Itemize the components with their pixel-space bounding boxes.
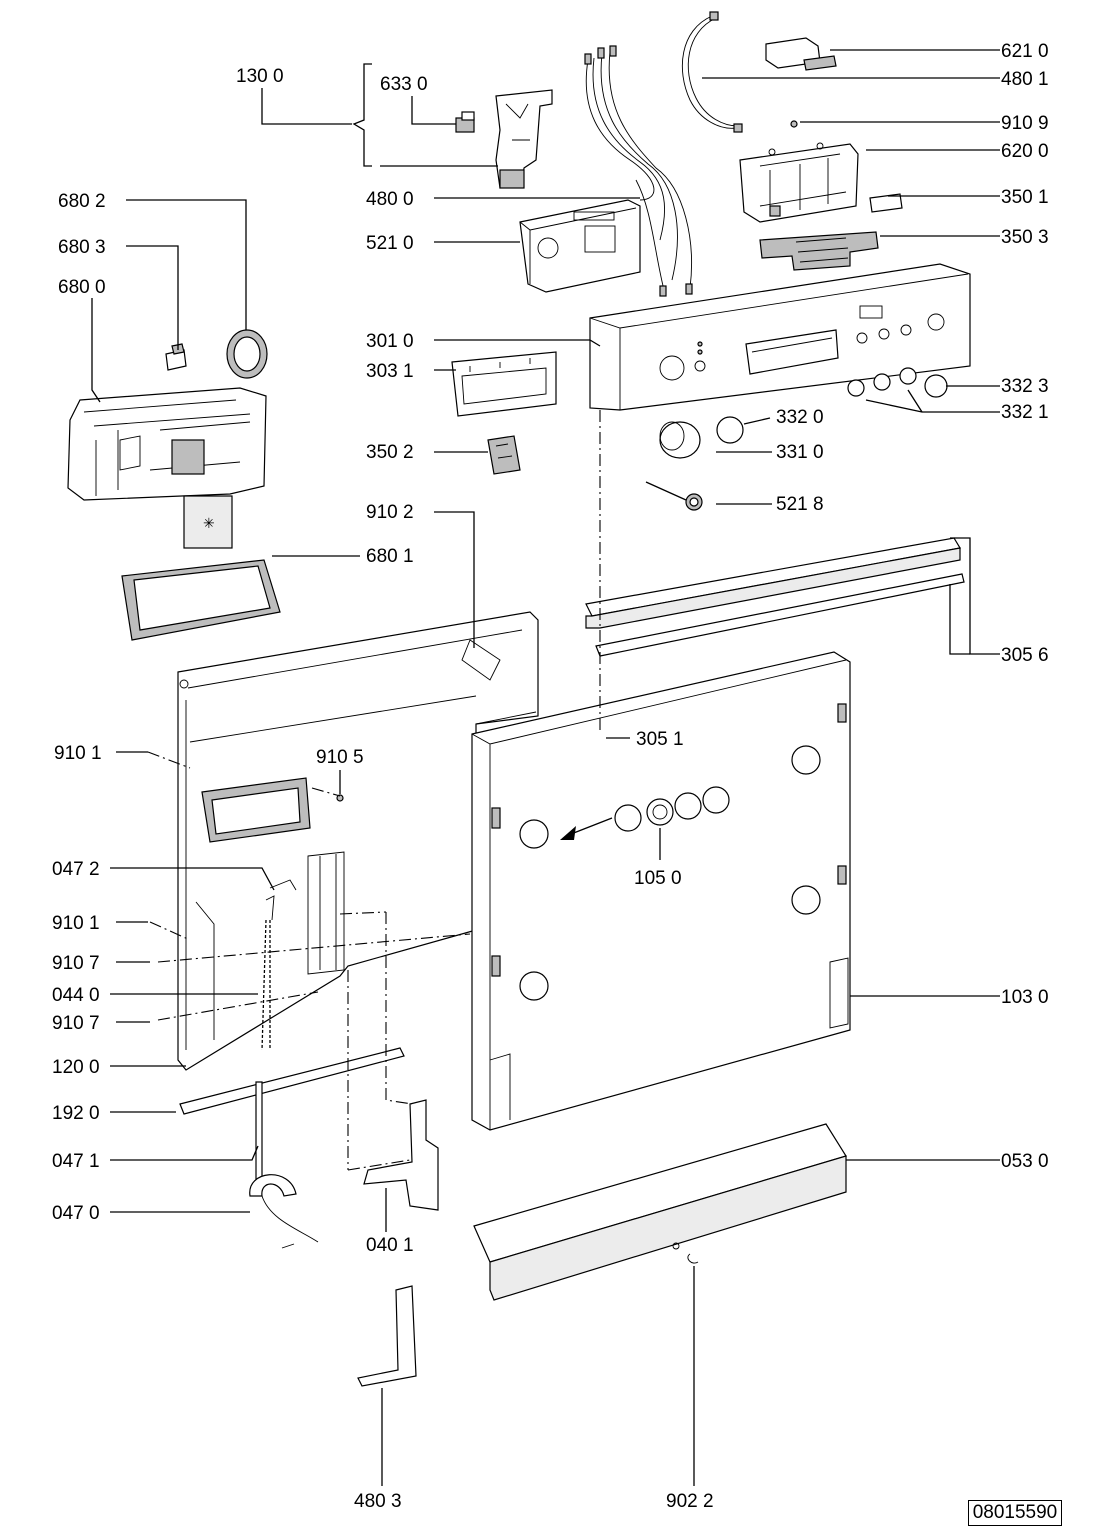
label-680-0: 680 0 — [58, 277, 106, 298]
label-301-0: 301 0 — [366, 331, 414, 352]
label-910-7-lower: 910 7 — [52, 1013, 100, 1034]
label-902-2: 902 2 — [666, 1491, 714, 1512]
label-044-0: 044 0 — [52, 985, 100, 1006]
part-knobs — [847, 367, 948, 398]
part-bracket-frame — [739, 142, 859, 223]
part-small-plate — [869, 193, 903, 213]
part-main-knob — [659, 421, 701, 459]
part-labels: 130 0 633 0 480 0 521 0 621 0 480 1 910 … — [52, 41, 1049, 1512]
label-192-0: 192 0 — [52, 1103, 100, 1124]
part-outer-door — [471, 651, 851, 1131]
label-331-0: 331 0 — [776, 442, 824, 463]
part-ring-seal — [226, 329, 268, 379]
label-303-1: 303 1 — [366, 361, 414, 382]
part-spring — [261, 879, 297, 1051]
label-305-6: 305 6 — [1001, 645, 1049, 666]
label-047-0: 047 0 — [52, 1203, 100, 1224]
part-bottom-trim — [473, 1123, 847, 1301]
label-480-1: 480 1 — [1001, 69, 1049, 90]
label-103-0: 103 0 — [1001, 987, 1049, 1008]
label-040-1: 040 1 — [366, 1235, 414, 1256]
label-350-1: 350 1 — [1001, 187, 1049, 208]
label-480-3: 480 3 — [354, 1491, 402, 1512]
label-621-0: 621 0 — [1001, 41, 1049, 62]
part-mounting-bracket — [363, 1099, 439, 1211]
label-350-2: 350 2 — [366, 442, 414, 463]
part-sensor — [645, 481, 703, 511]
label-120-0: 120 0 — [52, 1057, 100, 1078]
assembly-guide-lines — [147, 410, 601, 1171]
part-screw-910-9 — [790, 120, 798, 128]
label-910-7-upper: 910 7 — [52, 953, 100, 974]
label-680-1: 680 1 — [366, 546, 414, 567]
part-control-panel — [589, 263, 971, 411]
part-wire-harness — [584, 45, 693, 297]
part-switch-module — [487, 435, 521, 475]
label-332-3: 332 3 — [1001, 376, 1049, 397]
svg-text:✳: ✳ — [203, 515, 215, 531]
label-680-3: 680 3 — [58, 237, 106, 258]
part-small-cap — [165, 343, 187, 371]
label-047-2: 047 2 — [52, 859, 100, 880]
label-350-3: 350 3 — [1001, 227, 1049, 248]
part-handle — [451, 351, 557, 417]
label-305-1: 305 1 — [636, 729, 684, 750]
part-bottom-rail — [179, 1047, 405, 1115]
part-button-carrier — [759, 231, 879, 271]
label-910-1-upper: 910 1 — [54, 743, 102, 764]
part-connector-board — [765, 37, 837, 71]
label-480-0: 480 0 — [366, 189, 414, 210]
label-332-0: 332 0 — [776, 407, 824, 428]
label-105-0: 105 0 — [634, 868, 682, 889]
leader-lines — [91, 49, 1000, 1486]
part-detergent-dispenser: ✳ — [67, 387, 267, 549]
label-633-0: 633 0 — [380, 74, 428, 95]
part-knob-332 — [716, 416, 744, 444]
label-047-1: 047 1 — [52, 1151, 100, 1172]
label-910-5: 910 5 — [316, 747, 364, 768]
part-dispenser-gasket — [121, 559, 281, 641]
label-130-0: 130 0 — [236, 66, 284, 87]
part-top-rails — [585, 537, 965, 657]
part-microswitch — [455, 111, 475, 133]
part-l-bracket — [357, 1285, 417, 1387]
label-332-1: 332 1 — [1001, 402, 1049, 423]
label-910-9: 910 9 — [1001, 113, 1049, 134]
part-door-lock — [495, 89, 553, 189]
part-control-module — [519, 199, 641, 293]
part-hinge-arm — [249, 1081, 319, 1249]
label-910-2: 910 2 — [366, 502, 414, 523]
label-053-0: 053 0 — [1001, 1151, 1049, 1172]
label-680-2: 680 2 — [58, 191, 106, 212]
part-cable — [681, 11, 743, 133]
label-521-8: 521 8 — [776, 494, 824, 515]
label-620-0: 620 0 — [1001, 141, 1049, 162]
drawing-id: 08015590 — [968, 1500, 1062, 1526]
label-521-0: 521 0 — [366, 233, 414, 254]
label-910-1-lower: 910 1 — [52, 913, 100, 934]
